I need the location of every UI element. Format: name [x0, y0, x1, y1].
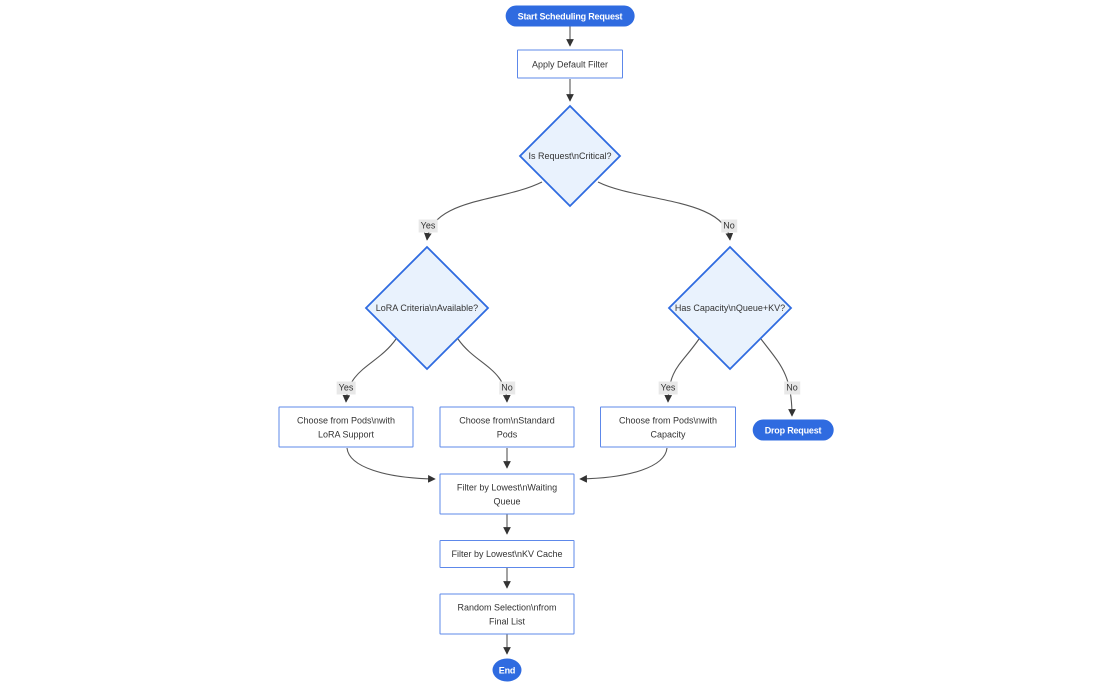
edge-capacity-no-to-drop — [760, 338, 796, 417]
edge-label-lora-no: No — [499, 381, 515, 395]
edge-label-capacity-yes: Yes — [658, 381, 678, 395]
start-node: Start Scheduling Request — [505, 5, 635, 27]
edge-choose-cap-to-filter-wait — [579, 447, 668, 483]
apply-default-filter-node: Apply Default Filter — [517, 49, 623, 79]
choose-standard-pods-node: Choose from\nStandard Pods — [439, 406, 575, 448]
edge-label-critical-no: No — [721, 219, 737, 233]
end-node: End — [492, 658, 522, 682]
edge-label-capacity-no: No — [784, 381, 800, 395]
drop-request-node: Drop Request — [752, 419, 834, 441]
edge-label-critical-yes: Yes — [418, 219, 438, 233]
choose-lora-pods-line1: Choose from Pods\nwith — [296, 415, 396, 425]
filter-kv-cache-label: Filter by Lowest\nKV Cache — [451, 549, 563, 559]
choose-standard-pods-line2: Pods — [496, 429, 518, 439]
edge-choose-lora-to-filter-wait — [346, 447, 436, 483]
choose-lora-pods-node: Choose from Pods\nwith LoRA Support — [278, 406, 414, 448]
apply-default-filter-label: Apply Default Filter — [531, 59, 609, 69]
choose-capacity-pods-line2: Capacity — [650, 429, 686, 439]
random-selection-line2: Final List — [488, 616, 525, 626]
random-selection-line1: Random Selection\nfrom — [457, 602, 557, 612]
edge-critical-yes-to-lora — [424, 181, 543, 241]
filter-kv-cache-node: Filter by Lowest\nKV Cache — [439, 540, 575, 568]
is-request-critical-label: Is Request\nCritical? — [528, 151, 612, 161]
random-selection-node: Random Selection\nfrom Final List — [439, 593, 575, 635]
choose-lora-pods-line2: LoRA Support — [317, 429, 375, 439]
filter-waiting-queue-line2: Queue — [493, 496, 521, 506]
decision-has-capacity — [667, 245, 793, 371]
choose-capacity-pods-line1: Choose from Pods\nwith — [618, 415, 718, 425]
choose-standard-pods-line1: Choose from\nStandard — [459, 415, 555, 425]
lora-criteria-available-label: LoRA Criteria\nAvailable? — [375, 303, 479, 313]
edge-critical-no-to-capacity — [597, 181, 734, 241]
filter-waiting-queue-line1: Filter by Lowest\nWaiting — [456, 482, 558, 492]
filter-waiting-queue-node: Filter by Lowest\nWaiting Queue — [439, 473, 575, 515]
has-capacity-label: Has Capacity\nQueue+KV? — [674, 303, 786, 313]
edge-label-lora-yes: Yes — [336, 381, 356, 395]
choose-capacity-pods-node: Choose from Pods\nwith Capacity — [600, 406, 736, 448]
decision-is-request-critical — [518, 104, 622, 208]
decision-lora-criteria-available — [364, 245, 490, 371]
